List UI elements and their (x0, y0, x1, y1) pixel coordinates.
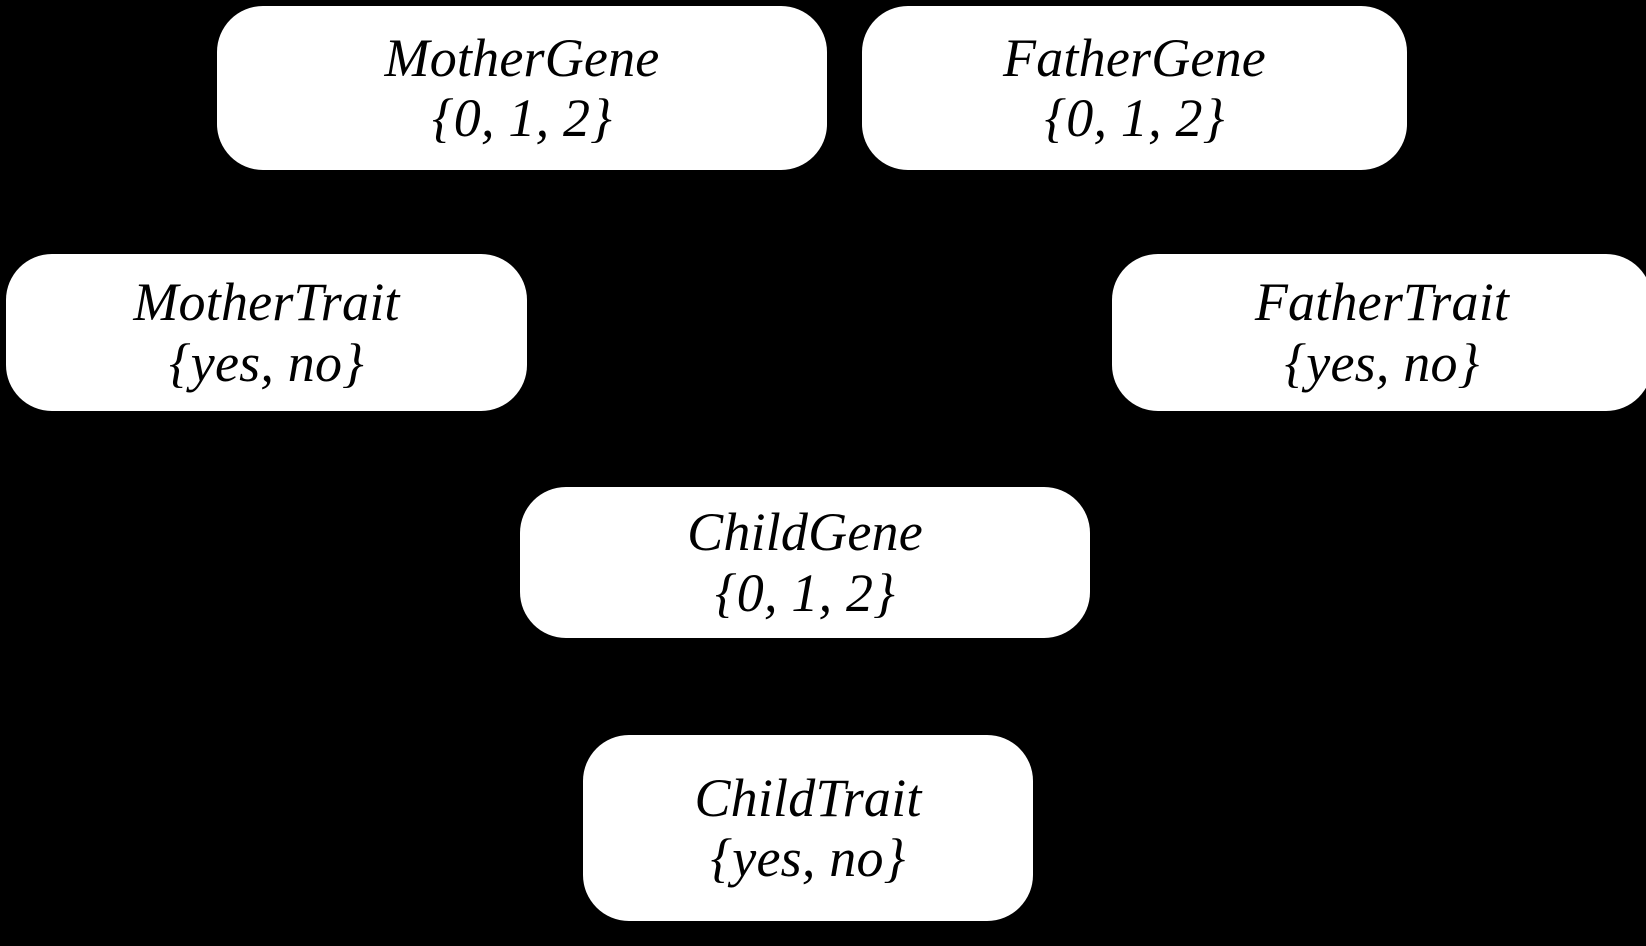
node-father-gene[interactable]: FatherGene {0, 1, 2} (862, 6, 1407, 170)
node-father-trait[interactable]: FatherTrait {yes, no} (1112, 254, 1646, 411)
node-mother-gene[interactable]: MotherGene {0, 1, 2} (217, 6, 827, 170)
node-mother-gene-domain: {0, 1, 2} (432, 88, 612, 148)
node-child-gene-domain: {0, 1, 2} (715, 562, 895, 623)
node-child-trait-domain: {yes, no} (710, 828, 906, 888)
node-mother-trait-domain: {yes, no} (169, 332, 364, 393)
node-child-trait[interactable]: ChildTrait {yes, no} (583, 735, 1033, 921)
node-mother-gene-label: MotherGene (384, 27, 660, 88)
node-father-gene-domain: {0, 1, 2} (1044, 88, 1225, 148)
node-mother-trait-label: MotherTrait (133, 272, 400, 333)
node-mother-trait[interactable]: MotherTrait {yes, no} (6, 254, 527, 411)
node-child-gene-label: ChildGene (687, 502, 923, 563)
node-father-trait-domain: {yes, no} (1284, 332, 1480, 393)
node-father-trait-label: FatherTrait (1254, 272, 1510, 333)
node-child-gene[interactable]: ChildGene {0, 1, 2} (520, 487, 1090, 638)
node-father-gene-label: FatherGene (1003, 27, 1266, 88)
node-child-trait-label: ChildTrait (694, 767, 922, 828)
